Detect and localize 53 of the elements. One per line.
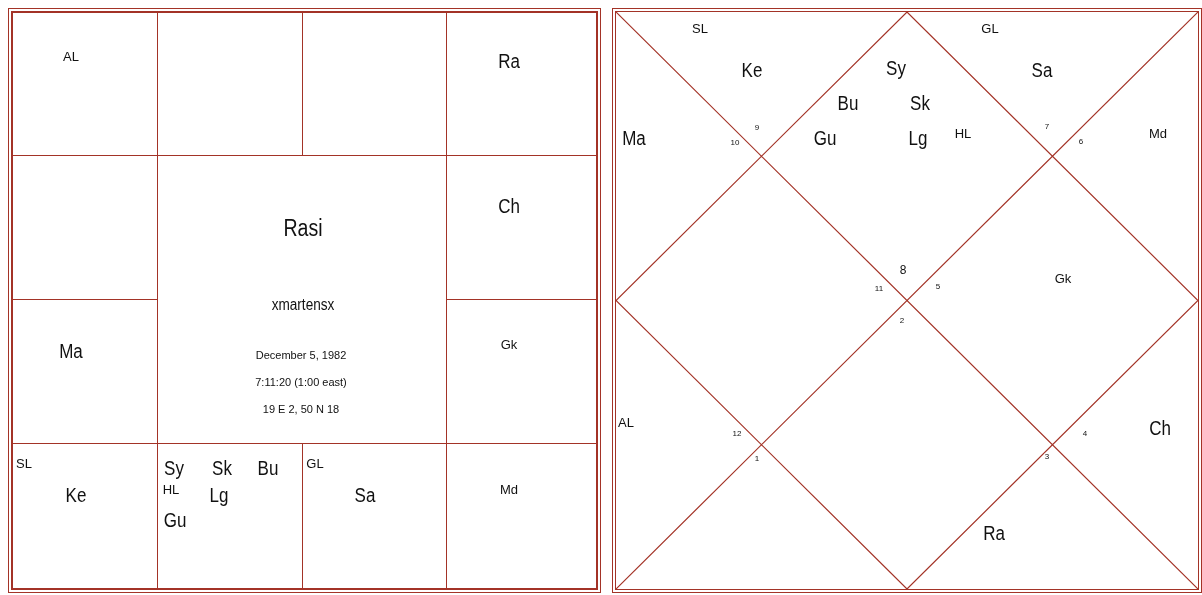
planet-abbreviation: GL: [306, 456, 324, 470]
house-number: 8: [899, 264, 907, 276]
planet-abbreviation: HL: [954, 126, 972, 140]
planet-abbreviation: Md: [499, 482, 519, 496]
planet-abbreviation: Ma: [59, 341, 83, 361]
planet-abbreviation: Ra: [498, 51, 520, 71]
house-number: 9: [754, 124, 760, 132]
planet-abbreviation: Sk: [212, 458, 232, 478]
date-text: December 5, 1982: [255, 349, 347, 361]
time-text: 7:11:20 (1:00 east): [255, 376, 347, 388]
planet-abbreviation: Gk: [500, 337, 518, 351]
planet-abbreviation: Ma: [622, 128, 646, 148]
planet-abbreviation: Sa: [354, 485, 376, 505]
chart-cell: [12, 443, 158, 589]
house-number: 4: [1082, 430, 1088, 438]
planet-abbreviation: AL: [63, 49, 79, 63]
planet-abbreviation: Gk: [1054, 271, 1072, 285]
planet-abbreviation: Ke: [741, 60, 763, 80]
house-number: 7: [1044, 123, 1050, 131]
planet-abbreviation: Md: [1148, 126, 1168, 140]
house-number: 6: [1078, 138, 1084, 146]
planet-abbreviation: Bu: [837, 93, 859, 113]
planet-abbreviation: Ch: [498, 196, 520, 216]
coordinates-text: 19 E 2, 50 N 18: [262, 403, 340, 415]
planet-abbreviation: Lg: [209, 485, 229, 505]
planet-abbreviation: Bu: [257, 458, 279, 478]
planet-abbreviation: Sa: [1031, 60, 1053, 80]
chart-cell: [446, 12, 597, 156]
chart-title: Rasi: [283, 216, 323, 240]
planet-abbreviation: Sk: [910, 93, 930, 113]
planet-abbreviation: Sy: [886, 58, 906, 78]
house-number: 3: [1044, 453, 1050, 461]
planet-abbreviation: AL: [618, 415, 634, 429]
planet-abbreviation: SL: [16, 456, 32, 470]
planet-abbreviation: HL: [162, 482, 180, 496]
house-number: 2: [899, 317, 905, 325]
planet-abbreviation: Ch: [1149, 418, 1171, 438]
house-number: 11: [874, 285, 884, 293]
planet-abbreviation: Lg: [908, 128, 928, 148]
house-number: 10: [730, 139, 740, 147]
planet-abbreviation: Gu: [163, 510, 187, 530]
planet-abbreviation: Ra: [983, 523, 1005, 543]
planet-abbreviation: Gu: [813, 128, 837, 148]
house-number: 1: [754, 455, 760, 463]
planet-abbreviation: SL: [692, 21, 708, 35]
chart-cell: [446, 443, 597, 589]
planet-abbreviation: Ke: [65, 485, 87, 505]
name-text: xmartensx: [271, 297, 335, 313]
planet-abbreviation: Sy: [164, 458, 184, 478]
house-number: 12: [732, 430, 742, 438]
house-number: 5: [935, 283, 941, 291]
chart-cell: [12, 12, 158, 156]
planet-abbreviation: GL: [981, 21, 999, 35]
